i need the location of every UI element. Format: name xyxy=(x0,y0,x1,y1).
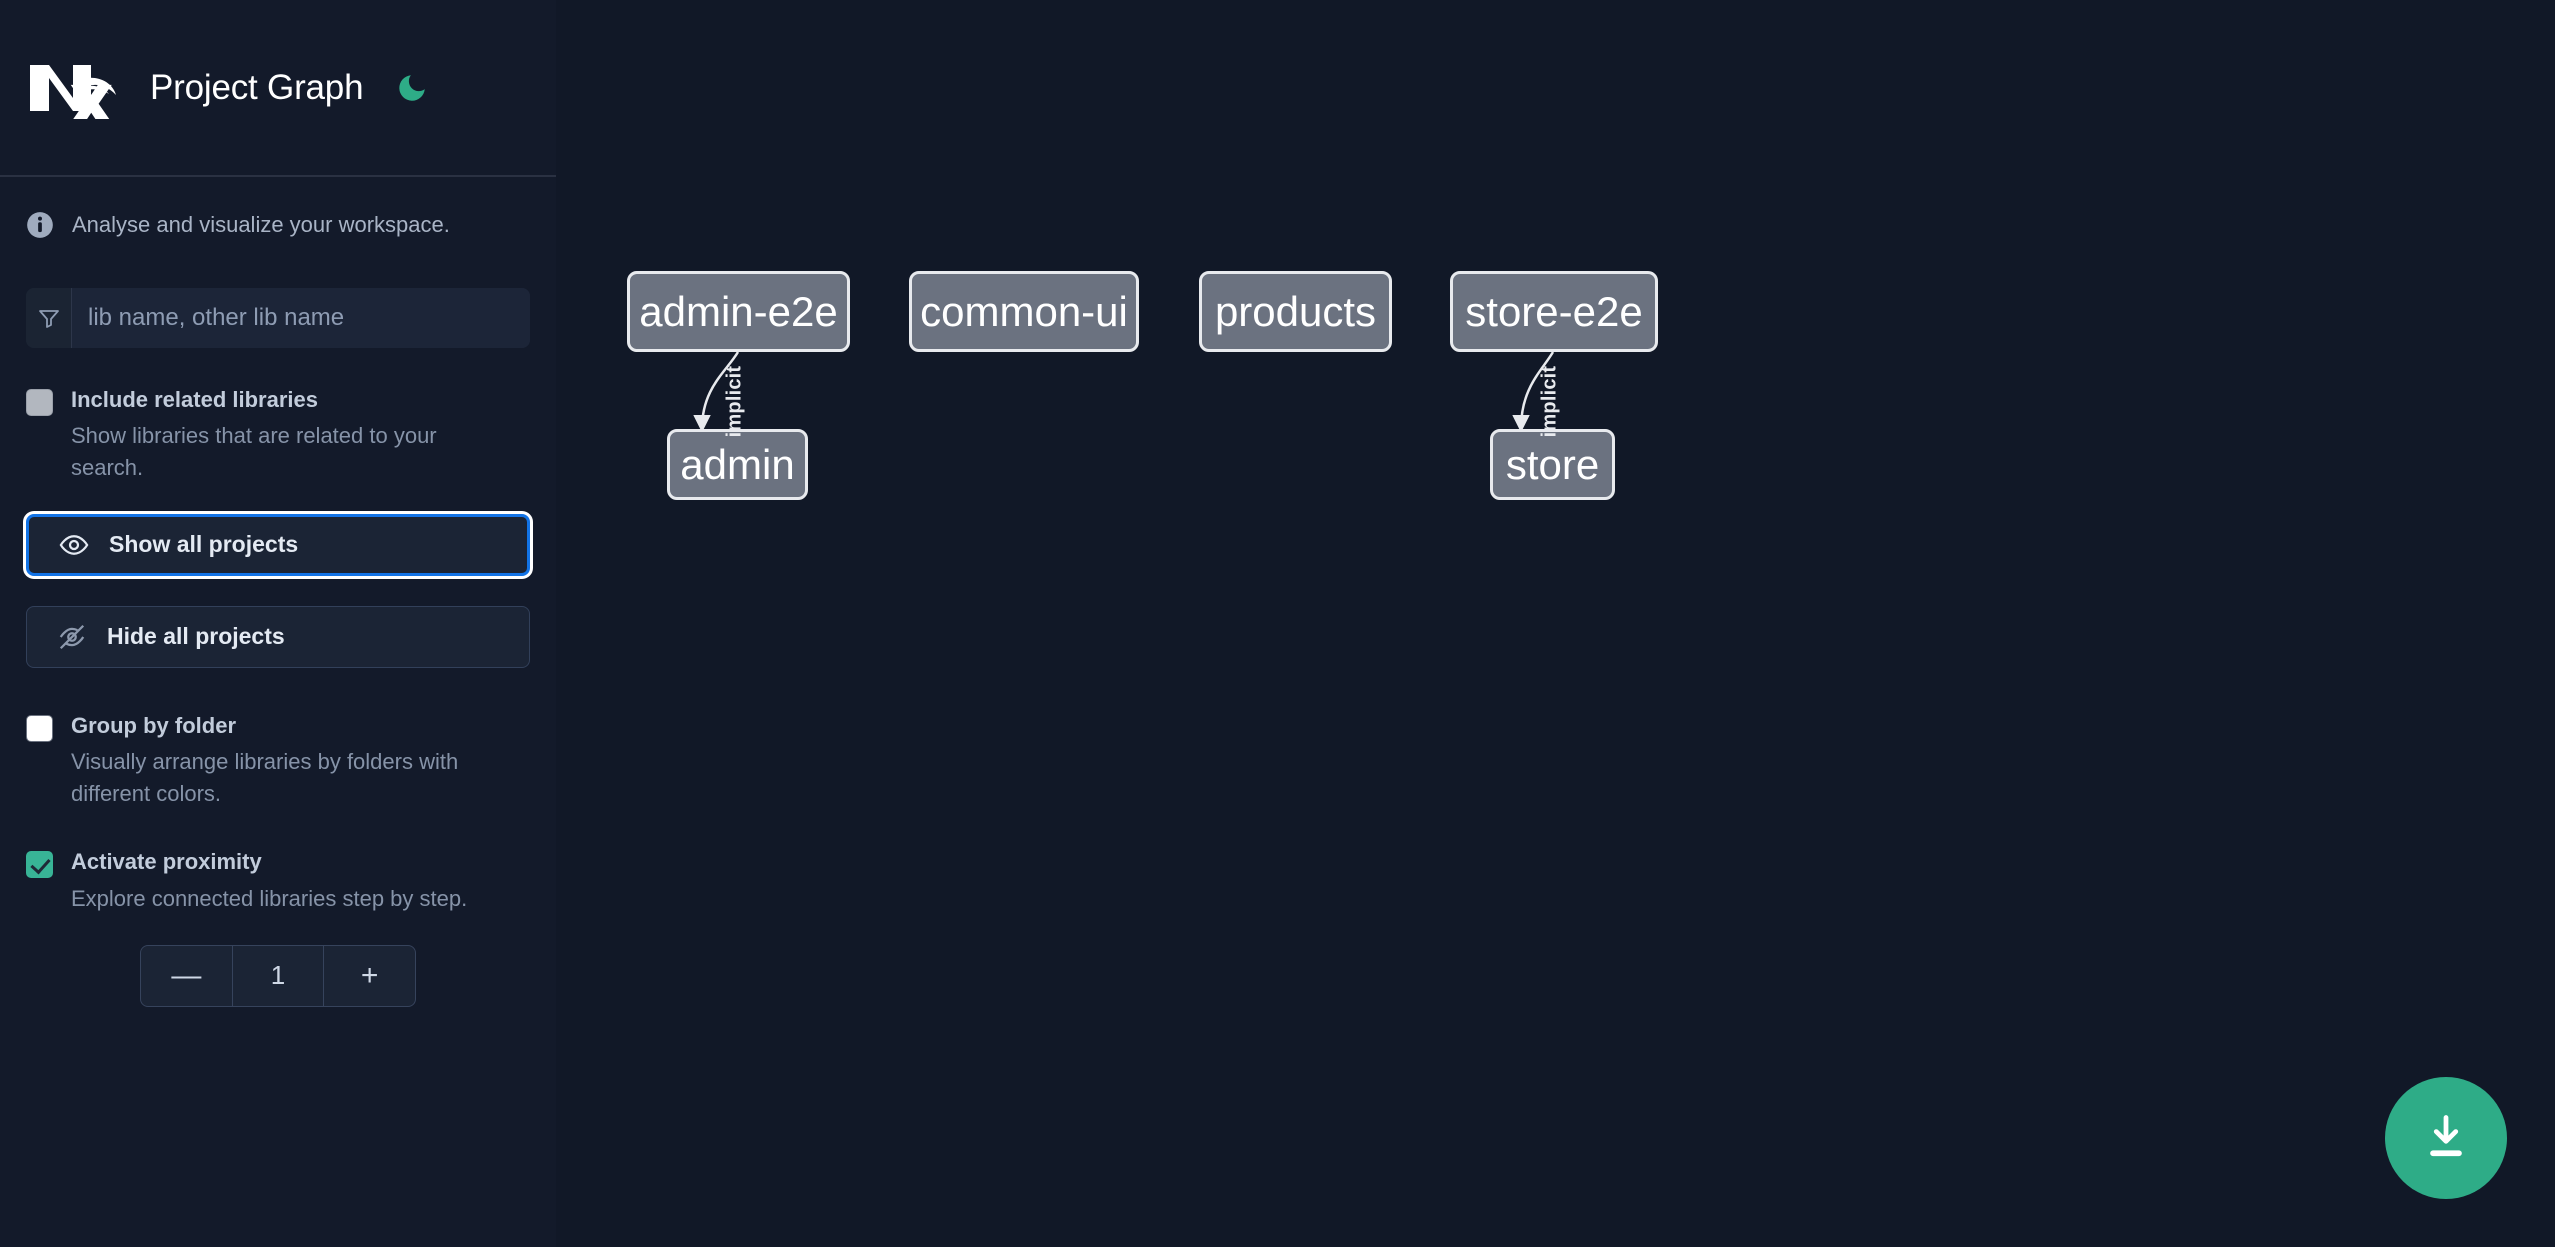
eye-icon xyxy=(59,530,89,560)
option-description: Visually arrange libraries by folders wi… xyxy=(71,749,459,807)
option-label: Activate proximity xyxy=(71,849,262,875)
download-image-button[interactable] xyxy=(2385,1077,2507,1199)
sidebar: Project Graph Analyse and visualize your… xyxy=(0,0,573,1247)
option-include-related-libraries[interactable]: Include related libraries Show libraries… xyxy=(26,386,530,484)
option-description: Show libraries that are related to your … xyxy=(71,423,437,480)
show-all-projects-button[interactable]: Show all projects xyxy=(26,513,530,576)
download-icon xyxy=(2420,1111,2472,1166)
workspace-info-text: Analyse and visualize your workspace. xyxy=(72,212,450,237)
graph-node-store[interactable]: store xyxy=(1490,429,1615,500)
group-by-folder-checkbox[interactable] xyxy=(26,714,53,742)
graph-node-admin-e2e[interactable]: admin-e2e xyxy=(627,271,850,352)
proximity-value: 1 xyxy=(233,945,325,1006)
info-circle-icon xyxy=(26,211,54,239)
graph-node-store-e2e[interactable]: store-e2e xyxy=(1450,271,1658,352)
proximity-decrement-button[interactable]: — xyxy=(141,945,233,1006)
eye-off-icon xyxy=(57,622,87,652)
show-all-projects-label: Show all projects xyxy=(109,531,299,558)
option-activate-proximity[interactable]: Activate proximity Explore connected lib… xyxy=(26,848,530,914)
nx-logo-icon xyxy=(26,57,118,123)
sidebar-body: Include related libraries Show libraries… xyxy=(0,287,556,1007)
option-label: Group by folder xyxy=(71,712,236,738)
page-title: Project Graph xyxy=(150,67,364,107)
hide-all-projects-label: Hide all projects xyxy=(107,623,285,650)
search-field[interactable] xyxy=(26,287,530,348)
activate-proximity-checkbox[interactable] xyxy=(26,851,53,879)
moon-icon[interactable] xyxy=(395,71,429,105)
workspace-info: Analyse and visualize your workspace. xyxy=(0,177,556,240)
proximity-stepper[interactable]: — 1 + xyxy=(140,944,416,1007)
graph-node-products[interactable]: products xyxy=(1199,271,1392,352)
edge-label-store-e2e-store: implicit xyxy=(1538,365,1561,438)
graph-node-admin[interactable]: admin xyxy=(667,429,808,500)
sidebar-header: Project Graph xyxy=(0,0,556,177)
edge-label-admin-e2e-admin: implicit xyxy=(723,365,746,438)
graph-canvas[interactable]: admin-e2e common-ui products store-e2e admin… xyxy=(556,0,2555,1247)
search-input[interactable] xyxy=(72,287,530,348)
hide-all-projects-button[interactable]: Hide all projects xyxy=(26,605,530,668)
option-description: Explore connected libraries step by step… xyxy=(71,885,468,911)
include-related-libraries-checkbox[interactable] xyxy=(26,388,53,416)
graph-node-common-ui[interactable]: common-ui xyxy=(909,271,1139,352)
proximity-increment-button[interactable]: + xyxy=(360,958,379,992)
filter-funnel-icon xyxy=(26,287,72,348)
graph-edges xyxy=(693,351,1555,433)
option-label: Include related libraries xyxy=(71,386,318,412)
option-group-by-folder[interactable]: Group by folder Visually arrange librari… xyxy=(26,712,530,810)
